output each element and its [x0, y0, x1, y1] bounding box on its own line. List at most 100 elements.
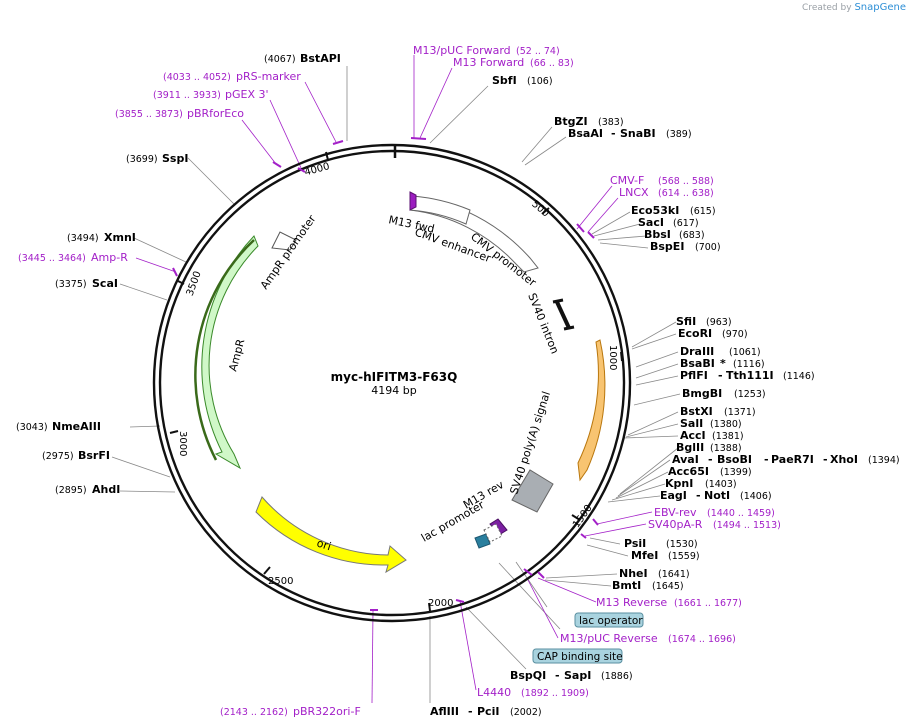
site-saci: SacI — [638, 216, 664, 229]
site-pos: (1371) — [724, 407, 756, 418]
primer-pos: (3855 .. 3873) — [115, 109, 183, 120]
primer-m13-forward: M13 Forward — [453, 56, 524, 69]
tick-label: 3000 — [177, 431, 188, 456]
site-btgzi: BtgZI — [554, 115, 588, 128]
site-bsobi: BsoBI — [717, 453, 752, 466]
site-pos: (1645) — [652, 581, 684, 592]
position-ticks — [169, 151, 623, 612]
site-sep: - — [708, 453, 713, 466]
site-pos: (3043) — [16, 422, 48, 433]
site-pos: (1380) — [710, 419, 742, 430]
site-draiii: DraIII — [680, 345, 714, 358]
site-sep: - — [611, 127, 616, 140]
primer-pos: (1661 .. 1677) — [674, 598, 742, 609]
site-paer7i: PaeR7I — [771, 453, 814, 466]
site-bmgbi: BmgBI — [682, 387, 722, 400]
site-pflfi: PflFI — [680, 369, 708, 382]
site-pos: (1253) — [734, 389, 766, 400]
site-bmti: BmtI — [612, 579, 641, 592]
site-eco53ki: Eco53kI — [631, 204, 679, 217]
site-scai: ScaI — [92, 277, 118, 290]
site-pos: (1641) — [658, 569, 690, 580]
site-pos: (2002) — [510, 707, 542, 718]
site-sspi: SspI — [162, 152, 188, 165]
ampr-promoter-arrow — [271, 231, 297, 251]
site-pos: (3375) — [55, 279, 87, 290]
primer-pos: (52 .. 74) — [516, 46, 560, 57]
site-pos: (700) — [695, 242, 721, 253]
primer-sv40pa-r: SV40pA-R — [648, 518, 703, 531]
site-sep: - — [718, 369, 723, 382]
site-bstxi: BstXI — [680, 405, 713, 418]
primer-pbr322ori-f: pBR322ori-F — [293, 705, 361, 718]
primer-pos: (614 .. 638) — [658, 188, 714, 199]
site-nhei: NheI — [619, 567, 648, 580]
site-pos: (1394) — [868, 455, 900, 466]
primer-pos: (1440 .. 1459) — [707, 508, 775, 519]
backbone-outer — [152, 143, 632, 623]
site-methylation-mark: * — [720, 357, 726, 370]
site-pos: (1559) — [668, 551, 700, 562]
primer-pos: (2143 .. 2162) — [220, 707, 288, 718]
tick-label: 4000 — [303, 161, 330, 178]
plasmid-length: 4194 bp — [371, 384, 416, 397]
site-pos: (1399) — [720, 467, 752, 478]
site-bsrfi: BsrFI — [78, 449, 110, 462]
feature-label-ampr: AmpR — [226, 337, 247, 372]
site-pos: (1406) — [740, 491, 772, 502]
primer-pos: (3911 .. 3933) — [153, 90, 221, 101]
site-pos: (683) — [679, 230, 705, 241]
primer-lncx: LNCX — [619, 186, 649, 199]
site-pos: (3494) — [67, 233, 99, 244]
ampr-gene-arrow — [201, 235, 259, 470]
primer-pgex3: pGEX 3' — [225, 88, 269, 101]
primer-pos: (1674 .. 1696) — [668, 634, 736, 645]
plasmid-name: myc-hIFITM3-F63Q — [331, 370, 458, 384]
site-sapi: SapI — [564, 669, 591, 682]
site-sali: SalI — [680, 417, 703, 430]
site-pos: (106) — [527, 76, 553, 87]
site-pos: (1886) — [601, 671, 633, 682]
site-pos: (1061) — [729, 347, 761, 358]
site-pos: (1146) — [783, 371, 815, 382]
site-avai: AvaI — [672, 453, 699, 466]
site-psii: PsiI — [624, 537, 646, 550]
backbone-inner — [158, 149, 626, 617]
site-pos: (615) — [690, 206, 716, 217]
site-sep: - — [555, 669, 560, 682]
tick-label: 1000 — [607, 345, 618, 370]
feature-label-ori: ori — [315, 536, 333, 553]
primer-pos: (1494 .. 1513) — [713, 520, 781, 531]
primer-l4440: L4440 — [477, 686, 511, 699]
site-labels: (4067) BstAPI SbfI (106) BtgZI (383) Bsa… — [16, 52, 900, 718]
site-pos: (389) — [666, 129, 692, 140]
site-bstapi: BstAPI — [300, 52, 341, 65]
site-ahdi: AhdI — [92, 483, 120, 496]
ori-arrow — [255, 496, 407, 574]
site-nmeaiii: NmeAIII — [52, 420, 101, 433]
site-pos: (2895) — [55, 485, 87, 496]
site-mfei: MfeI — [631, 549, 658, 562]
primer-pbrforeco: pBRforEco — [187, 107, 244, 120]
primer-m13-reverse: M13 Reverse — [596, 596, 667, 609]
sv40-intron-cap — [563, 325, 575, 331]
site-pos: (963) — [706, 317, 732, 328]
site-tth111i: Tth111I — [726, 369, 774, 382]
lac-operator-mark — [474, 533, 491, 549]
leader-lines — [111, 66, 681, 703]
site-noti: NotI — [704, 489, 730, 502]
site-sep: - — [696, 489, 701, 502]
site-pos: (4067) — [264, 54, 296, 65]
primer-marks — [172, 137, 599, 611]
site-bbsi: BbsI — [644, 228, 671, 241]
site-pos: (970) — [722, 329, 748, 340]
primer-amp-r: Amp-R — [91, 251, 128, 264]
site-sep: - — [764, 453, 769, 466]
site-sep: - — [468, 705, 473, 718]
site-acc65i: Acc65I — [668, 465, 709, 478]
feature-label-ampr-promoter: AmpR promoter — [258, 212, 319, 291]
insert-arrow — [577, 339, 606, 482]
site-pos: (1530) — [666, 539, 698, 550]
primer-pos: (1892 .. 1909) — [521, 688, 589, 699]
